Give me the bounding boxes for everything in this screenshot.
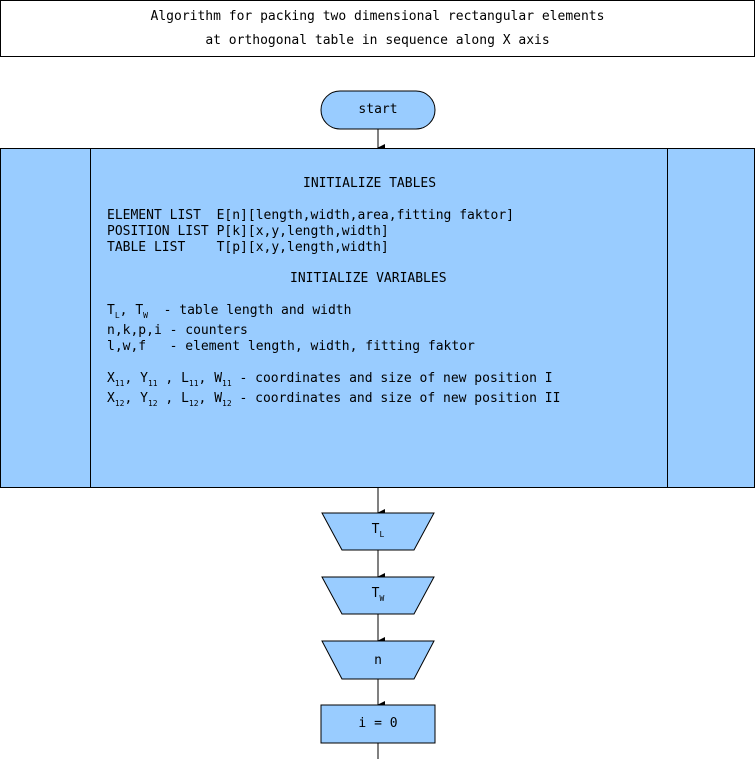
start-label: start (358, 102, 398, 117)
var-table-dims-line: TL, TW - table length and width (107, 303, 351, 320)
var-tw-sub: W (143, 311, 148, 320)
pos1-x: X (107, 371, 115, 386)
pos2-l: L (181, 391, 189, 406)
position-list-line: POSITION LIST P[k][x,y,length,width] (107, 224, 389, 239)
var-element-line: l,w,f - element length, width, fitting f… (107, 339, 475, 354)
pos1-l-sub: 11 (188, 379, 199, 388)
var-tl-base: T (107, 303, 115, 318)
assign-label: i = 0 (358, 716, 398, 731)
pos1-y-sub: 11 (147, 379, 158, 388)
pos2-y-sub: 12 (147, 399, 158, 408)
pos2-w-sub: 12 (222, 399, 232, 408)
var-counters-line: n,k,p,i - counters (107, 323, 248, 338)
title-line-2: at orthogonal table in sequence along X … (205, 33, 550, 48)
element-list-line: ELEMENT LIST E[n][length,width,area,fitt… (107, 208, 514, 223)
input-table-length-shape (321, 512, 435, 551)
input-table-width-shape (321, 576, 435, 615)
process-right-bar (667, 149, 668, 487)
pos1-w-sub: 11 (222, 379, 232, 388)
pos2-desc: - coordinates and size of new position I… (231, 391, 561, 406)
initialize-process-block (0, 148, 755, 488)
pos2-x: X (107, 391, 115, 406)
title-line-1: Algorithm for packing two dimensional re… (150, 9, 605, 24)
process-left-bar (90, 149, 91, 487)
init-tables-heading: INITIALIZE TABLES (303, 176, 437, 191)
pos2-x-sub: 12 (114, 399, 125, 408)
input-tw-base: T (371, 586, 380, 601)
input-tl-sub: L (379, 530, 385, 539)
var-tw-base: T (135, 303, 144, 318)
init-variables-heading: INITIALIZE VARIABLES (290, 271, 447, 286)
pos2-l-sub: 12 (188, 399, 199, 408)
input-tl-base: T (371, 522, 380, 537)
input-n-shape (321, 640, 435, 680)
pos1-y: Y (140, 371, 148, 386)
pos1-x-sub: 11 (114, 379, 125, 388)
pos2-y: Y (140, 391, 148, 406)
var-tl-sub: L (114, 311, 120, 320)
var-sep: , (119, 303, 136, 318)
position-2-line: X12, Y12 , L12, W12 - coordinates and si… (107, 391, 561, 408)
input-n-label: n (322, 653, 434, 668)
pos1-desc: - coordinates and size of new position I (231, 371, 553, 386)
pos2-w: W (214, 391, 223, 406)
input-tw-sub: W (379, 594, 385, 603)
pos1-w: W (214, 371, 223, 386)
var-table-dims-desc: - table length and width (147, 303, 352, 318)
input-n-base: n (374, 653, 382, 668)
position-1-line: X11, Y11 , L11, W11 - coordinates and si… (107, 371, 553, 388)
assign-process-shape (320, 704, 436, 744)
input-table-length-label: TL (322, 522, 434, 539)
input-table-width-label: TW (322, 586, 434, 603)
table-list-line: TABLE LIST T[p][x,y,length,width] (107, 240, 389, 255)
diagram-title: Algorithm for packing two dimensional re… (0, 0, 755, 57)
pos1-l: L (181, 371, 189, 386)
